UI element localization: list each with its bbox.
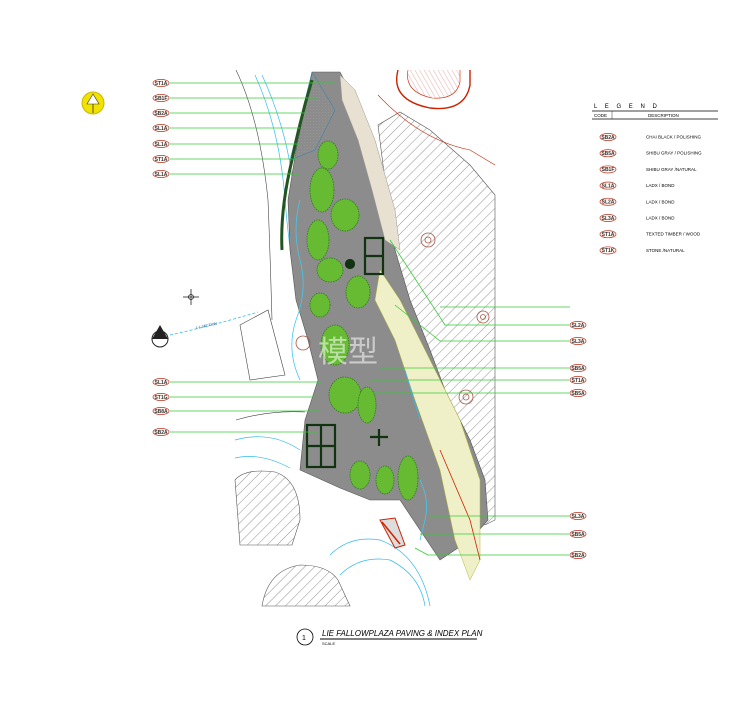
right-index-leaders: SL2A SL3A SB5A ST1A SB5A SL3A SB5A SB2A: [370, 239, 587, 559]
legend-col-desc: DESCRIPTION: [648, 113, 679, 118]
section-label: 1-1 SECTION: [195, 321, 217, 329]
legend-row: SL3A LADX / BOND: [599, 214, 675, 222]
index-tag-code: ST1A: [155, 81, 168, 87]
north-arrow-icon: [81, 91, 105, 115]
index-tag-code: SL1A: [155, 126, 168, 132]
watermark-text: 模型: [318, 335, 378, 370]
legend-code: SL1A: [602, 183, 615, 189]
legend-description: CHAI BLACK / POLISHING: [646, 135, 702, 140]
left-index-tag: ST1A: [152, 155, 170, 163]
left-index-tag: SB2A: [152, 109, 170, 117]
index-tag-code: SL1A: [155, 142, 168, 148]
left-index-tag: ST1A: [152, 79, 170, 87]
index-tag-code: SB2A: [154, 430, 168, 436]
left-index-tag: ST1G: [152, 393, 170, 401]
legend-description: LADX / BOND: [646, 199, 675, 204]
index-tag-code: SL3A: [572, 339, 585, 345]
leader-line: [389, 239, 569, 326]
planting-edge: [280, 79, 314, 251]
legend-description: STONE /NATURAL: [646, 248, 685, 253]
left-index-tag: SL1A: [152, 140, 170, 148]
right-index-tag: SB5A: [569, 389, 587, 397]
legend-row: SB1F SHIBU GRAY /NATURAL: [599, 165, 697, 174]
right-index-tag: ST1A: [569, 376, 587, 384]
legend-code: SB1F: [602, 167, 615, 173]
entry-detail: [379, 517, 406, 549]
index-tag-code: SB2A: [571, 553, 585, 559]
index-tag-code: SB1F: [155, 96, 168, 102]
index-tag-code: SB2A: [154, 111, 168, 117]
timber-deck-strip: [374, 269, 481, 581]
legend-description: LADX / BOND: [646, 183, 675, 188]
index-tag-code: SB5A: [571, 366, 585, 372]
legend-description: SHIBU GRAY /NATURAL: [646, 167, 697, 172]
legend-row: SB5A SHIBU GRAY / POLISHING: [599, 149, 702, 158]
legend-code: SB2A: [601, 135, 615, 141]
hatched-zone-lower-left: [234, 470, 351, 607]
right-index-tag: SL2A: [569, 321, 587, 329]
drawing-number: 1: [302, 635, 306, 642]
left-index-tag: SB8A: [152, 407, 170, 415]
gravel-strip: [339, 74, 401, 251]
legend-code: SL3A: [602, 216, 615, 222]
left-index-tag: SL1A: [152, 378, 170, 386]
left-index-tag: SB2A: [152, 428, 170, 436]
crosshair-mark-icon: [183, 289, 199, 305]
planting-islands: [306, 140, 419, 501]
index-tag-code: ST1G: [154, 395, 167, 401]
legend-heading: L E G E N D: [594, 104, 660, 110]
legend-row: ST1A TEXTED TIMBER / WOOD: [599, 230, 701, 239]
drawing-title: LIE FALLOWPLAZA PAVING & INDEX PLAN: [322, 629, 483, 638]
legend-description: LADX / BOND: [646, 216, 675, 221]
drawing-scale: SCALE: [322, 641, 335, 646]
right-index-tag: SB5A: [569, 364, 587, 372]
legend-code: SL2A: [602, 200, 615, 206]
legend-col-code: CODE: [594, 113, 607, 118]
index-tag-code: ST1A: [155, 157, 168, 163]
legend-description: TEXTED TIMBER / WOOD: [646, 232, 701, 237]
index-tag-code: SB5A: [571, 532, 585, 538]
water-line: [404, 369, 421, 421]
right-index-tag: SB2A: [569, 551, 587, 559]
legend-code: ST1A: [602, 232, 615, 238]
legend: L E G E N D CODE DESCRIPTION SB2A CHAI BL…: [592, 104, 718, 255]
right-index-tag: SB5A: [569, 530, 587, 538]
tree-symbols: [295, 232, 490, 405]
left-index-tag: SL1A: [152, 124, 170, 132]
leader-line: [394, 304, 569, 342]
roundabout: [377, 69, 496, 166]
index-tag-code: SB5A: [571, 391, 585, 397]
right-index-tag: SL3A: [569, 337, 587, 345]
legend-row: SB2A CHAI BLACK / POLISHING: [599, 133, 702, 141]
left-index-tag: SL1A: [152, 170, 170, 178]
legend-row: SL1A LADX / BOND: [599, 181, 675, 190]
leader-line: [414, 547, 569, 556]
tree-grid-blocks: [305, 236, 388, 469]
legend-row: ST1K STONE /NATURAL: [599, 246, 685, 255]
water-curves: [291, 199, 428, 541]
index-tag-code: SL1A: [155, 172, 168, 178]
index-tag-code: SL3A: [572, 514, 585, 520]
road-edge-right: [439, 449, 481, 561]
left-index-leaders: ST1A SB1F SB2A SL1A SL1A ST1A SL1A SL1A ST1G SB8A…: [152, 79, 335, 436]
drawing-title-block: 1 LIE FALLOWPLAZA PAVING & INDEX PLAN SC…: [296, 628, 483, 646]
index-tag-code: SB8A: [154, 409, 168, 415]
legend-code: SB5A: [601, 151, 615, 157]
index-tag-code: SL1A: [155, 380, 168, 386]
left-index-tag: SB1F: [152, 94, 170, 102]
legend-description: SHIBU GRAY / POLISHING: [646, 151, 702, 156]
site-outlines: [235, 69, 306, 421]
legend-code: ST1K: [602, 248, 615, 254]
right-index-tag: SL3A: [569, 512, 587, 520]
legend-row: SL2A LADX / BOND: [599, 197, 675, 206]
section-marker-icon: [151, 311, 259, 348]
index-tag-code: SL2A: [572, 323, 585, 329]
index-tag-code: ST1A: [572, 378, 585, 384]
